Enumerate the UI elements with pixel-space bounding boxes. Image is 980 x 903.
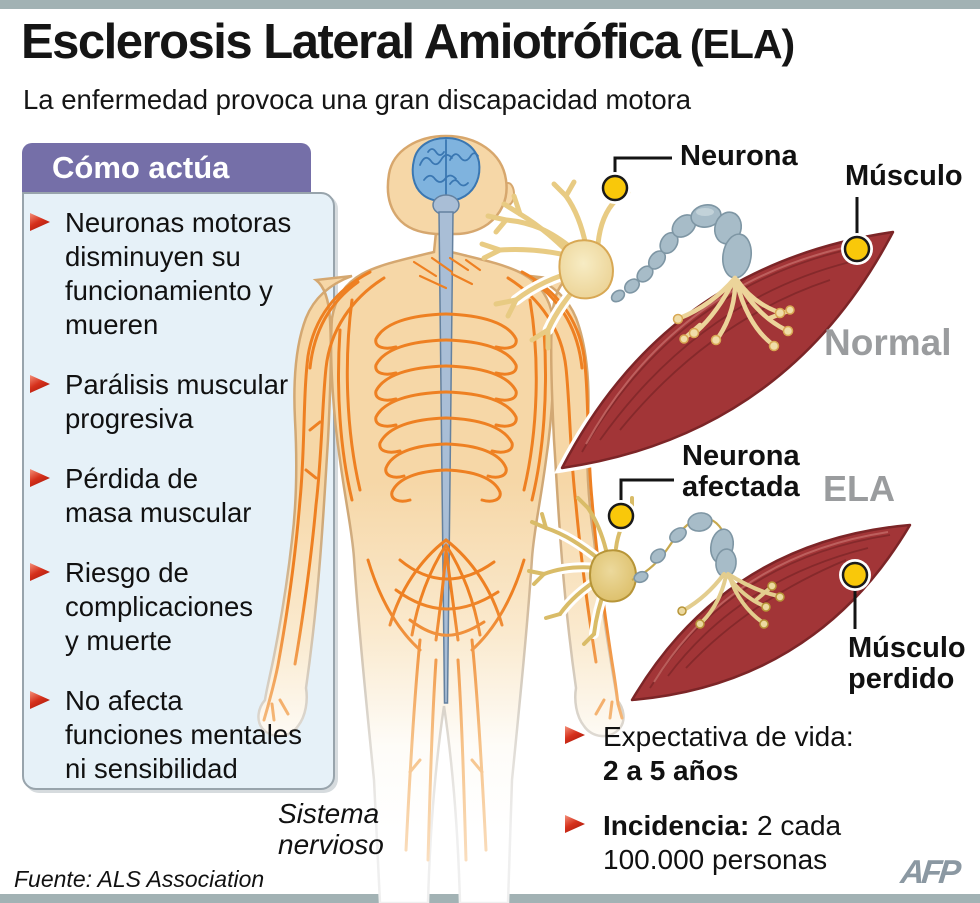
list-item: Parálisis muscular progresiva <box>30 368 320 436</box>
bullet-triangle-icon <box>30 375 50 393</box>
list-item: Riesgo de complicaciones y muerte <box>30 556 320 658</box>
yellow-dot-markers <box>599 172 873 591</box>
title-main: Esclerosis Lateral Amiotrófica <box>21 15 681 69</box>
how-it-acts-header: Cómo actúa <box>22 143 311 192</box>
bullet-triangle-icon <box>30 691 50 709</box>
list-item-text: Pérdida de masa muscular <box>65 463 252 528</box>
bullet-triangle-icon <box>565 726 585 744</box>
title-acronym: (ELA) <box>679 21 795 67</box>
how-it-acts-title: Cómo actúa <box>52 150 230 185</box>
list-item: Neuronas motoras disminuyen su funcionam… <box>30 206 320 342</box>
fact-value: 2 cada 100.000 personas <box>603 810 842 875</box>
source-credit: Fuente: ALS Association <box>14 866 265 892</box>
affected-neuron-soma <box>589 549 637 603</box>
top-border-bar <box>0 0 980 9</box>
afp-logo: AFP <box>899 853 960 890</box>
fact-label: Incidencia: <box>603 810 750 841</box>
degenerating-myelin <box>633 512 737 584</box>
muscle-label: Músculo <box>845 160 963 192</box>
fact-life-expectancy: Expectativa de vida:2 a 5 años <box>565 720 915 788</box>
fact-value: 2 a 5 años <box>603 755 739 786</box>
spinal-cord <box>438 211 454 704</box>
normal-state-label: Normal <box>824 322 952 363</box>
neuron-callout-line <box>613 156 672 174</box>
lost-muscle-label: Músculo perdido <box>848 632 966 695</box>
list-item-text: Parálisis muscular progresiva <box>65 369 289 434</box>
list-item-text: Neuronas motoras disminuyen su funcionam… <box>65 207 292 340</box>
page-title: Esclerosis Lateral Amiotrófica (ELA) <box>21 14 795 70</box>
list-item: No afecta funciones mentales ni sensibil… <box>30 684 320 786</box>
list-item: Pérdida de masa muscular <box>30 462 320 530</box>
axon-terminals <box>677 275 791 347</box>
nervous-system-caption: Sistema nervioso <box>278 798 384 860</box>
callout-markers <box>599 156 873 629</box>
fact-incidence: Incidencia: 2 cada 100.000 personas <box>565 809 915 877</box>
affected-neuron-label: Neurona afectada <box>682 440 800 503</box>
facts-list: Expectativa de vida:2 a 5 años Incidenci… <box>565 720 915 898</box>
brain-icon <box>411 136 481 216</box>
ela-state-label: ELA <box>823 468 895 509</box>
axon-myelin <box>610 204 752 303</box>
neuron-dendrites <box>479 179 631 351</box>
list-item-text: Riesgo de complicaciones y muerte <box>65 557 254 656</box>
affected-axon-terminals <box>682 572 780 624</box>
neuron-soma <box>558 239 614 300</box>
bullet-triangle-icon <box>30 469 50 487</box>
neuron-label: Neurona <box>680 140 798 172</box>
bullet-triangle-icon <box>30 563 50 581</box>
how-it-acts-list: Neuronas motoras disminuyen su funcionam… <box>30 206 320 812</box>
affected-neuron-callout-line <box>619 478 674 502</box>
affected-neuron-dendrites <box>527 496 634 646</box>
fact-label: Expectativa de vida: <box>603 721 854 752</box>
bullet-triangle-icon <box>30 213 50 231</box>
list-item-text: No afecta funciones mentales ni sensibil… <box>65 685 302 784</box>
page-subtitle: La enfermedad provoca una gran discapaci… <box>23 84 692 115</box>
bullet-triangle-icon <box>565 815 585 833</box>
